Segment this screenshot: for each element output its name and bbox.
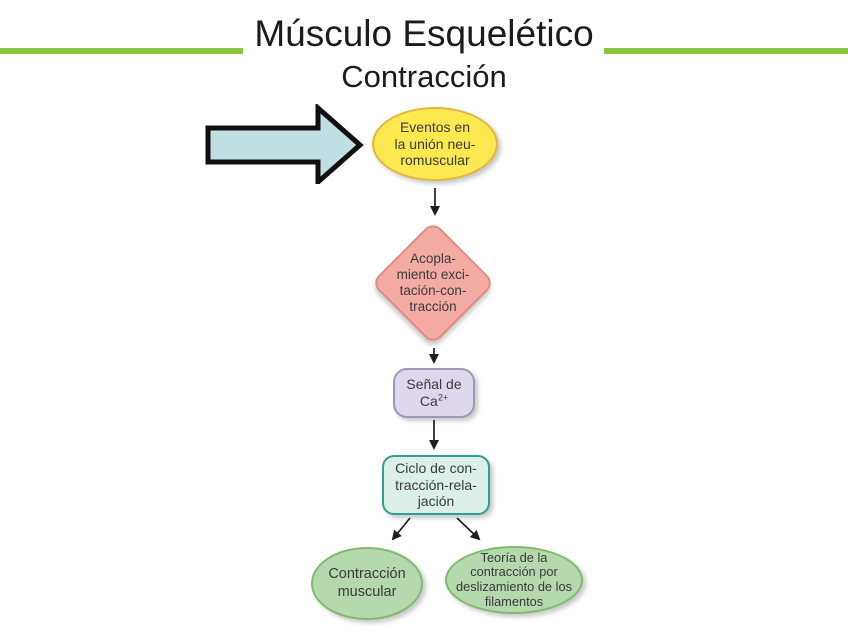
slide-title: Músculo Esquelético xyxy=(254,13,594,54)
connector-arrow-5 xyxy=(456,517,481,541)
node-sliding-filament-theory: Teoría de la contracción por deslizamien… xyxy=(445,546,583,614)
node-ca-signal: Señal de Ca2+ xyxy=(393,368,475,418)
node-ca-signal-formula-sup: 2+ xyxy=(437,392,449,403)
node-ca-signal-formula: Ca2+ xyxy=(420,393,448,410)
title-accent-line-left xyxy=(0,48,243,54)
highlight-right-arrow-shape xyxy=(205,104,364,184)
slide-subtitle: Contracción xyxy=(341,59,507,94)
node-neuromuscular-events: Eventos en la unión neu- romuscular xyxy=(372,107,498,181)
node-excitation-contraction-coupling-label: Acopla- miento exci- tación-con- tracció… xyxy=(396,251,470,314)
connector-arrow-4 xyxy=(391,517,411,541)
node-ca-signal-formula-base: Ca xyxy=(419,393,438,409)
node-contraction-relaxation-cycle: Ciclo de con- tracción-rela- jación xyxy=(382,455,490,515)
title-accent-line-right xyxy=(604,48,848,54)
node-muscular-contraction: Contracción muscular xyxy=(311,547,423,620)
highlight-right-arrow-icon xyxy=(205,104,364,184)
node-ca-signal-line1: Señal de xyxy=(406,376,462,393)
